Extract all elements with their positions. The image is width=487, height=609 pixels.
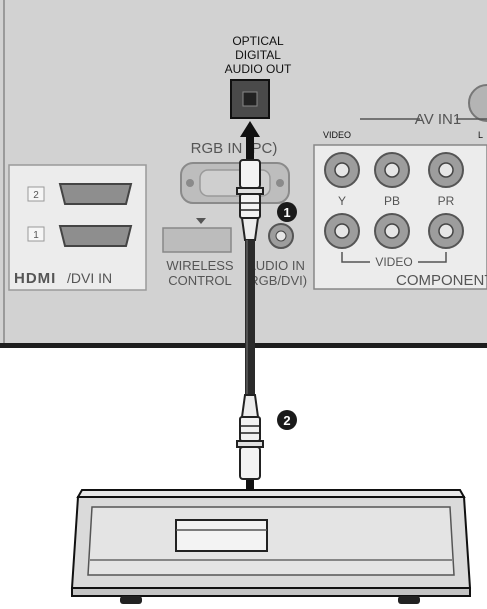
hdmi-logo: HDMI (14, 270, 56, 287)
component-label: COMPONENT (396, 272, 487, 289)
pr-label: PR (438, 194, 455, 208)
av-in1-label: AV IN1 (415, 111, 461, 128)
av-component-block: AV IN1 VIDEO L Y PB PR VIDEO COMPONENT (313, 111, 487, 290)
external-audio-device (70, 489, 472, 604)
step-2-number: 2 (283, 413, 290, 428)
component-video-label: VIDEO (375, 255, 412, 269)
vga-port (180, 162, 290, 204)
optical-label-line2: DIGITAL (235, 48, 281, 62)
y-label: Y (338, 194, 346, 208)
wireless-control: WIRELESS CONTROL (162, 218, 234, 288)
hdmi-port-2 (58, 183, 133, 205)
wireless-label-line2: CONTROL (168, 273, 232, 288)
step-2-badge: 2 (277, 410, 297, 430)
rca-jacks-row1 (324, 152, 464, 188)
optical-port: OPTICAL DIGITAL AUDIO OUT (225, 34, 292, 119)
optical-label-line3: AUDIO OUT (225, 62, 292, 76)
step-1-number: 1 (283, 205, 290, 220)
partial-label-l: L (478, 130, 483, 140)
rgb-in-label: RGB IN (PC) (191, 140, 278, 157)
hdmi-port-2-number: 2 (33, 190, 39, 201)
rca-jacks-row2 (324, 213, 464, 249)
audio-in-label-line1: AUDIO IN (247, 258, 305, 273)
optical-label-line1: OPTICAL (232, 34, 284, 48)
pb-label: PB (384, 194, 400, 208)
dvi-in-label: /DVI IN (67, 270, 112, 286)
hdmi-port-1-number: 1 (33, 230, 39, 241)
hdmi-port-1 (58, 225, 133, 247)
partial-port-right (468, 84, 487, 122)
audio-in-label-line2: (RGB/DVI) (245, 273, 307, 288)
step-1-badge: 1 (277, 202, 297, 222)
video-top-label: VIDEO (323, 130, 351, 140)
hdmi-dvi-block: 2 1 HDMI /DVI IN (8, 164, 147, 291)
wireless-label-line1: WIRELESS (166, 258, 234, 273)
audio-in-port: AUDIO IN (RGB/DVI) (245, 223, 307, 288)
